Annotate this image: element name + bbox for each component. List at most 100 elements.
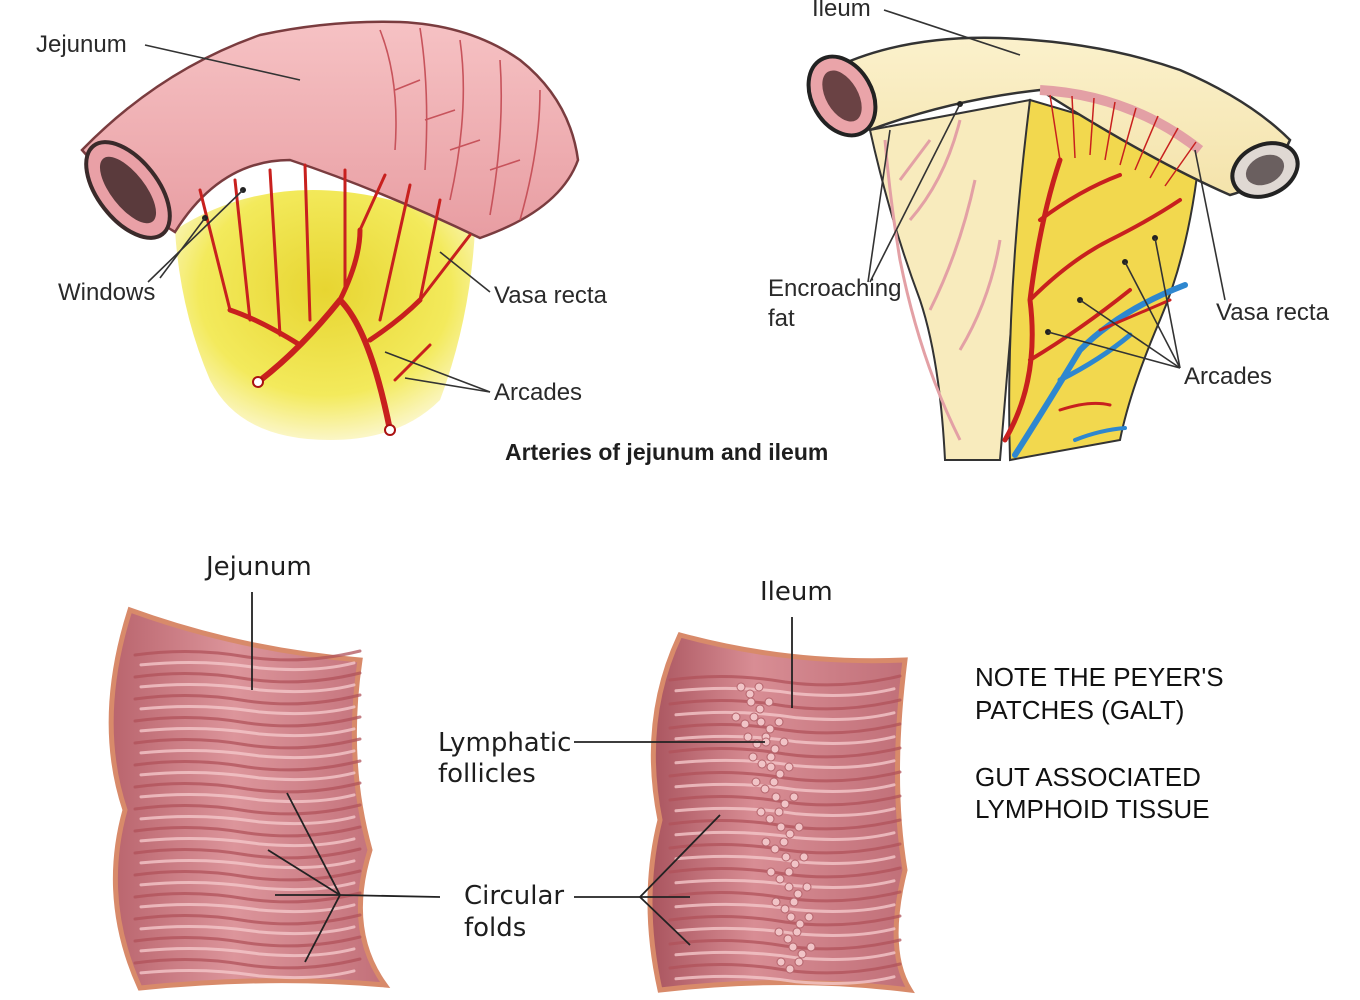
- label-vasa-recta-jejunum: Vasa recta: [494, 282, 608, 309]
- lymphatic-follicle: [785, 964, 795, 974]
- fold-highlight: [674, 830, 896, 841]
- lymphatic-follicle: [789, 792, 799, 802]
- ileum-arteries: [1002, 157, 1182, 443]
- lymphatic-follicle: [774, 807, 784, 817]
- lymphatic-follicle: [765, 724, 775, 734]
- lymphatic-follicle: [793, 889, 803, 899]
- fold-highlight: [139, 771, 356, 782]
- label-ileum-top: Ileum: [812, 0, 871, 22]
- lymphatic-follicle: [776, 957, 786, 967]
- fold-line: [133, 957, 362, 970]
- label-jejunum-top: Jejunum: [36, 31, 127, 58]
- lymphatic-follicle: [764, 697, 774, 707]
- lymphatic-follicle: [766, 752, 776, 762]
- lymphatic-follicle: [774, 717, 784, 727]
- label-vasa-recta-ileum: Vasa recta: [1216, 299, 1330, 326]
- lymphatic-follicle: [786, 912, 796, 922]
- ileum-veins: [1012, 282, 1188, 458]
- label-lymphatic: Lymphatic: [438, 728, 571, 758]
- fold-line: [668, 722, 902, 735]
- fold-highlight: [674, 758, 896, 769]
- jejunum-arteries: [198, 163, 472, 433]
- fold-line: [668, 914, 902, 927]
- fold-highlight: [139, 793, 356, 804]
- lymphatic-follicle: [746, 697, 756, 707]
- fold-line: [133, 803, 362, 816]
- label-arcades-jejunum: Arcades: [494, 379, 582, 406]
- fold-highlight: [674, 782, 896, 793]
- fold-highlight: [674, 902, 896, 913]
- jejunum-mucosa-panel: Jejunum: [108, 552, 441, 991]
- peyers-patches: [731, 682, 816, 974]
- lymphatic-follicle: [775, 874, 785, 884]
- note-line-3: GUT ASSOCIATED: [975, 762, 1201, 792]
- lymphatic-follicle: [780, 799, 790, 809]
- label-follicles: follicles: [438, 759, 536, 789]
- lymphatic-follicle: [794, 822, 804, 832]
- lymphatic-follicle: [795, 919, 805, 929]
- lymphatic-follicle: [788, 942, 798, 952]
- label-circular: Circular: [464, 881, 564, 911]
- lymphatic-follicle: [799, 852, 809, 862]
- fold-highlight: [139, 969, 356, 980]
- lymphatic-follicle: [755, 704, 765, 714]
- jejunum-surface-vessels: [379, 27, 541, 221]
- fold-line: [133, 671, 362, 684]
- lymphatic-follicle: [784, 867, 794, 877]
- lymphatic-follicle: [784, 762, 794, 772]
- lymphatic-follicle: [779, 837, 789, 847]
- fold-line: [668, 698, 902, 711]
- fold-line: [668, 842, 902, 855]
- fold-line: [133, 891, 362, 904]
- ileum-vasa-recta-lines: [1049, 94, 1197, 187]
- lymphatic-follicle: [745, 689, 755, 699]
- label-encroaching: Encroaching: [768, 275, 901, 302]
- label-arcades-ileum: Arcades: [1184, 363, 1272, 390]
- lymphatic-follicle: [806, 942, 816, 952]
- fold-line: [668, 770, 902, 783]
- lymphatic-follicle: [794, 957, 804, 967]
- lymphatic-follicle: [771, 897, 781, 907]
- fold-line: [133, 781, 362, 794]
- lymphatic-follicle: [804, 912, 814, 922]
- lymphatic-follicle: [743, 732, 753, 742]
- fold-line: [133, 693, 362, 706]
- lymphatic-follicle: [766, 762, 776, 772]
- fold-highlight: [139, 815, 356, 826]
- fold-highlight: [674, 806, 896, 817]
- fold-highlight: [674, 710, 896, 721]
- ileum-mesentery-fat: [1008, 98, 1202, 462]
- label-folds: folds: [464, 913, 526, 943]
- fold-highlight: [139, 683, 356, 694]
- lymphatic-follicle: [751, 777, 761, 787]
- lymphatic-follicle: [771, 792, 781, 802]
- fold-highlight: [674, 878, 896, 889]
- lymphatic-follicle: [780, 904, 790, 914]
- lymphatic-follicle: [736, 682, 746, 692]
- lymphatic-follicle: [784, 882, 794, 892]
- label-windows: Windows: [58, 279, 155, 306]
- ileum-artery-panel: Ileum Encroaching fat Vasa recta Arcades: [768, 0, 1330, 462]
- fold-highlight: [139, 925, 356, 936]
- lymphatic-follicle: [789, 897, 799, 907]
- lymphatic-follicle: [770, 744, 780, 754]
- lymphatic-follicle: [774, 927, 784, 937]
- lymphatic-follicle: [756, 717, 766, 727]
- fold-line: [133, 869, 362, 882]
- lymphatic-follicle: [775, 769, 785, 779]
- fold-highlight: [674, 734, 896, 745]
- fold-line: [668, 962, 902, 975]
- fold-line: [133, 759, 362, 772]
- fold-highlight: [139, 837, 356, 848]
- fold-line: [133, 737, 362, 750]
- fold-line: [133, 715, 362, 728]
- jejunum-artery-panel: Jejunum Windows Vasa recta Arcades: [36, 20, 608, 440]
- lymphatic-follicle: [765, 814, 775, 824]
- fold-line: [133, 649, 362, 662]
- ileum-mesentery-pale: [868, 98, 1032, 461]
- fold-line: [668, 746, 902, 759]
- fold-highlight: [139, 749, 356, 760]
- fold-line: [668, 890, 902, 903]
- note-line-2: PATCHES (GALT): [975, 695, 1184, 725]
